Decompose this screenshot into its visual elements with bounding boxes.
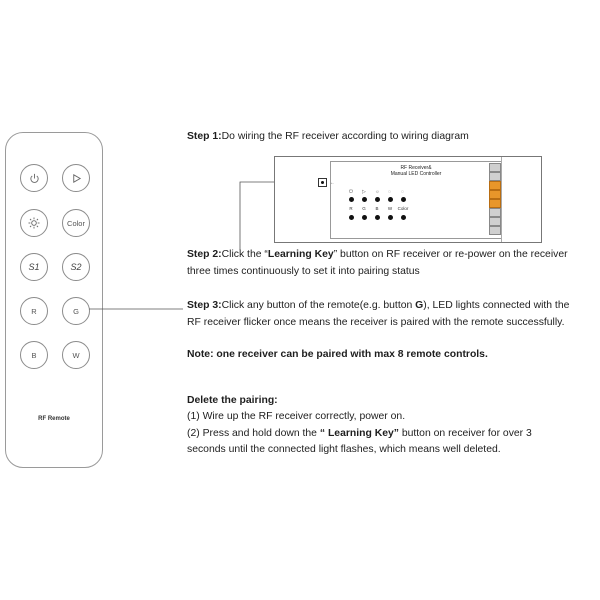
r-button[interactable]: R	[20, 297, 48, 325]
terminal	[489, 172, 501, 181]
step1: Step 1:Do wiring the RF receiver accordi…	[187, 128, 469, 145]
rf-receiver-diagram: ← RF Receiver& Manual LED Controller ⏻ ▷…	[274, 156, 542, 243]
learning-key-arrow: ←	[330, 180, 335, 186]
delete-item2-key: “ Learning Key”	[319, 428, 399, 439]
terminal-orange	[489, 199, 501, 208]
brightness-button[interactable]	[20, 209, 48, 237]
step2-text-pre: Click the “	[221, 249, 268, 260]
led-indicator	[349, 197, 354, 202]
delete-item2-line2: seconds until the connected light flashe…	[187, 444, 501, 455]
led-indicator	[375, 197, 380, 202]
w-button[interactable]: W	[62, 341, 90, 369]
terminal-divider	[501, 157, 502, 242]
led-label-g: G	[362, 206, 366, 211]
step2-key: Learning Key	[267, 249, 334, 260]
play-icon-small: ▷	[362, 189, 366, 195]
play-icon	[72, 173, 81, 183]
terminal	[489, 217, 501, 226]
g-button-label: G	[73, 306, 79, 316]
play-mode-button[interactable]	[62, 164, 90, 192]
power-button[interactable]	[20, 164, 48, 192]
led-indicator	[362, 197, 367, 202]
g-button[interactable]: G	[62, 297, 90, 325]
led-indicator	[401, 197, 406, 202]
led-label-r: R	[349, 206, 353, 211]
s1-icon-small: ◌	[388, 189, 391, 195]
step3-label: Step 3:	[187, 300, 222, 311]
power-icon	[29, 173, 39, 183]
terminal-orange	[489, 181, 501, 190]
rf-remote: Color S1 S2 R G B W RF Remote	[5, 132, 103, 468]
led-indicator	[388, 215, 393, 220]
led-label-w: W	[387, 206, 393, 211]
step3-text-post: ), LED lights connected with the	[423, 300, 570, 311]
terminal	[489, 208, 501, 217]
led-label-color: Color	[397, 206, 409, 211]
step1-text: Do wiring the RF receiver according to w…	[221, 131, 469, 142]
s1-button-label: S1	[28, 262, 40, 272]
led-indicator	[349, 215, 354, 220]
b-button-label: B	[31, 350, 37, 360]
delete-title: Delete the pairing:	[187, 395, 278, 406]
s1-button[interactable]: S1	[20, 253, 48, 281]
led-indicator	[362, 215, 367, 220]
terminal-orange	[489, 190, 501, 199]
note: Note: one receiver can be paired with ma…	[187, 349, 488, 360]
s2-icon-small: ◌	[401, 189, 404, 195]
step1-label: Step 1:	[187, 131, 222, 142]
receiver-panel: RF Receiver& Manual LED Controller ⏻ ▷ ☼…	[330, 161, 502, 239]
terminal	[489, 163, 501, 172]
power-icon-small: ⏻	[349, 189, 353, 195]
remote-label: RF Remote	[38, 416, 70, 422]
delete-item2-post: button on receiver for over 3	[398, 428, 532, 439]
s2-button[interactable]: S2	[62, 253, 90, 281]
led-indicator	[401, 215, 406, 220]
color-button[interactable]: Color	[62, 209, 90, 237]
step2-line2: three times continuously to set it into …	[187, 266, 420, 277]
step3-line2: RF receiver flicker once means the recei…	[187, 317, 565, 328]
delete-item2-pre: (2) Press and hold down the	[187, 428, 320, 439]
led-label-b: B	[375, 206, 379, 211]
w-button-label: W	[72, 350, 80, 360]
led-indicator	[388, 197, 393, 202]
sun-icon	[28, 217, 40, 229]
learning-key-button[interactable]	[318, 178, 327, 187]
receiver-title: RF Receiver& Manual LED Controller	[331, 165, 501, 177]
receiver-title-line2: Manual LED Controller	[390, 171, 442, 177]
delete-item2-line1: (2) Press and hold down the “ Learning K…	[187, 425, 532, 442]
delete-item1: (1) Wire up the RF receiver correctly, p…	[187, 411, 406, 422]
step3-line1: Step 3:Click any button of the remote(e.…	[187, 297, 569, 314]
receiver-title-line1: RF Receiver&	[400, 165, 432, 171]
sun-icon-small: ☼	[375, 189, 380, 195]
b-button[interactable]: B	[20, 341, 48, 369]
step2-label: Step 2:	[187, 249, 222, 260]
step2-line1: Step 2:Click the “Learning Key” button o…	[187, 246, 568, 263]
step3-key: G	[415, 300, 424, 311]
step3-text-pre: Click any button of the remote(e.g. butt…	[221, 300, 416, 311]
led-indicator	[375, 215, 380, 220]
s2-button-label: S2	[70, 262, 82, 272]
terminal	[489, 226, 501, 235]
r-button-label: R	[31, 306, 37, 316]
step2-text-post: ” button on RF receiver or re-power on t…	[333, 249, 568, 260]
color-button-label: Color	[67, 218, 85, 228]
